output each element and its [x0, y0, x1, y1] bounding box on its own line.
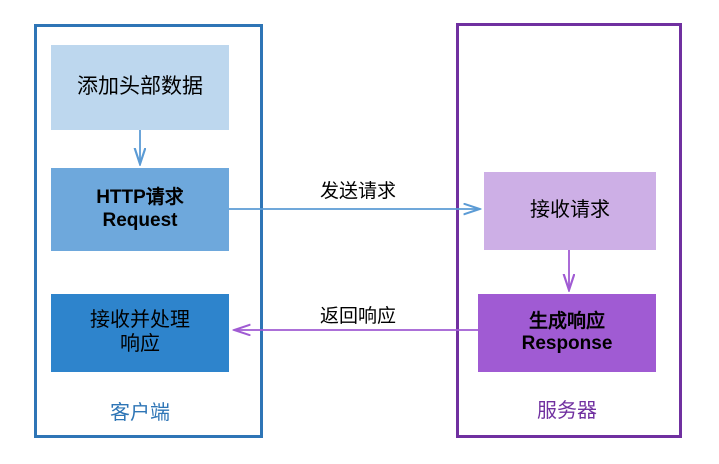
edge-label-return-response: 返回响应: [319, 306, 396, 327]
node-generate-response-label-line2: Response: [521, 333, 613, 354]
node-add-header-data[interactable]: 添加头部数据: [51, 45, 229, 130]
node-receive-process-label-line2: 响应: [120, 333, 160, 355]
edge-label-send-request: 发送请求: [319, 181, 396, 202]
node-receive-request-label: 接收请求: [530, 199, 610, 222]
node-add-header-label: 添加头部数据: [77, 75, 203, 99]
node-receive-request[interactable]: 接收请求: [484, 172, 656, 250]
node-generate-response-label-line1: 生成响应: [528, 310, 605, 332]
node-generate-response[interactable]: 生成响应 Response: [478, 294, 656, 372]
client-zone-caption: 客户端: [110, 402, 170, 424]
node-http-request-label-line2: Request: [102, 209, 178, 231]
server-zone-caption: 服务器: [537, 400, 597, 422]
node-receive-and-process-response[interactable]: 接收并处理 响应: [51, 294, 229, 372]
node-http-request[interactable]: HTTP请求 Request: [51, 168, 229, 251]
node-receive-process-label-line1: 接收并处理: [90, 309, 190, 332]
node-http-request-label-line1: HTTP请求: [96, 187, 184, 209]
